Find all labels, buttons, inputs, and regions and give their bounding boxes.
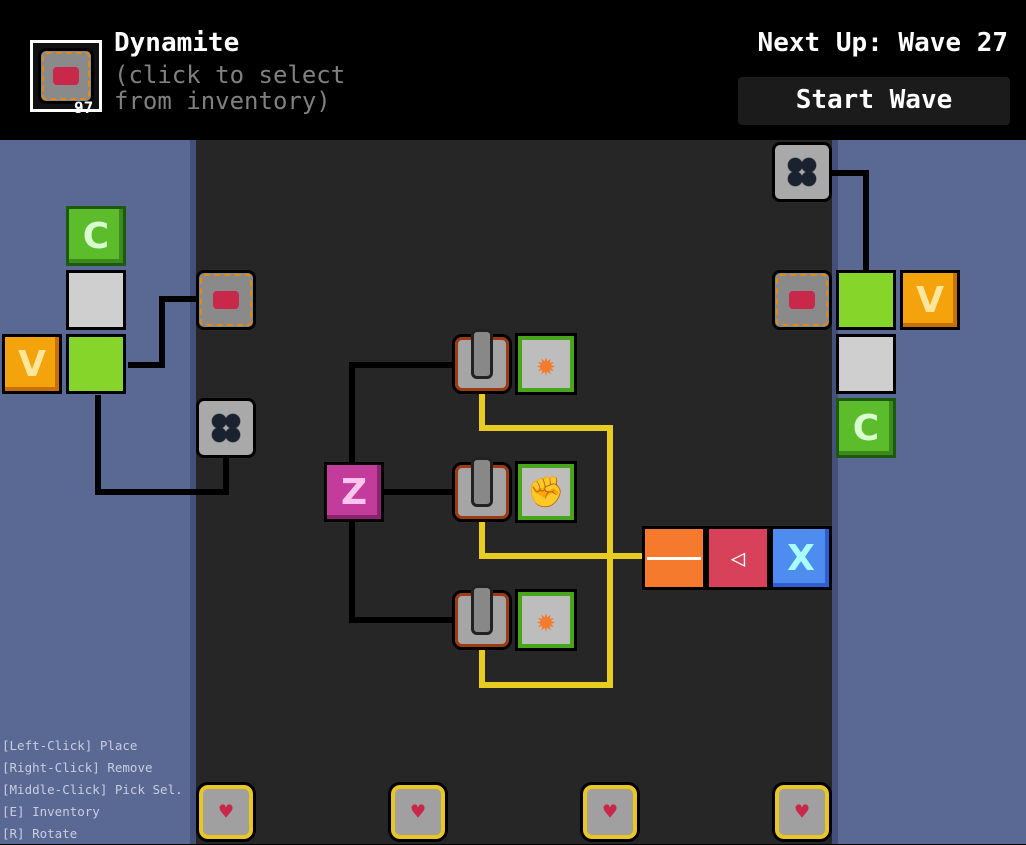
right-border [832,140,838,844]
help-inventory: [E] Inventory [2,804,100,819]
signal-line-icon [647,556,701,560]
help-remove: [Right-Click] Remove [2,760,153,775]
gear-module-icon[interactable]: ✹ [515,589,577,651]
help-pick: [Middle-Click] Pick Sel. [2,782,183,797]
delay-tile[interactable] [642,526,706,590]
dynamite-tile[interactable] [772,270,832,330]
turret-tile[interactable] [452,590,512,650]
turret-tile[interactable] [452,462,512,522]
select-hint: (click to select from inventory) [114,61,346,115]
heart-icon: ♥ [795,799,809,825]
v-label: V [916,279,944,321]
selected-item-name: Dynamite [114,28,240,58]
router-tile[interactable] [66,334,126,394]
item-count: 97 [74,98,94,117]
c-label: C [82,215,110,257]
v-label: V [18,343,46,385]
c-label: C [852,407,880,449]
help-place: [Left-Click] Place [2,738,138,753]
v-block[interactable]: V [900,270,960,330]
x-label: X [787,537,815,579]
z-label: Z [340,471,368,513]
heart-core-tile: ♥ [580,782,640,842]
c-block[interactable]: C [836,398,896,458]
fist-module-icon[interactable]: ✊ [515,461,577,523]
selected-item-slot[interactable] [30,40,102,112]
start-wave-button[interactable]: Start Wave [738,77,1010,125]
not-gate-icon[interactable]: ◁ [706,526,770,590]
heart-core-tile: ♥ [196,782,256,842]
heart-icon: ♥ [411,799,425,825]
v-block[interactable]: V [2,334,62,394]
z-block[interactable]: Z [324,462,384,522]
help-rotate: [R] Rotate [2,826,78,841]
heart-core-tile: ♥ [388,782,448,842]
dynamite-tile[interactable] [196,270,256,330]
quad-splitter-tile[interactable] [196,398,256,458]
flip-flop-tile[interactable] [66,270,126,330]
top-bar: 97 Dynamite (click to select from invent… [0,0,1026,140]
router-tile[interactable] [836,270,896,330]
turret-tile[interactable] [452,334,512,394]
game-board[interactable] [196,140,836,844]
x-block[interactable]: X [770,526,832,590]
heart-icon: ♥ [219,799,233,825]
flip-flop-tile[interactable] [836,334,896,394]
dynamite-icon [38,48,94,104]
quad-splitter-tile[interactable] [772,142,832,202]
heart-core-tile: ♥ [772,782,832,842]
gear-module-icon[interactable]: ✹ [515,333,577,395]
right-panel [838,140,1026,844]
next-wave-label: Next Up: Wave 27 [757,28,1008,58]
heart-icon: ♥ [603,799,617,825]
c-block[interactable]: C [66,206,126,266]
